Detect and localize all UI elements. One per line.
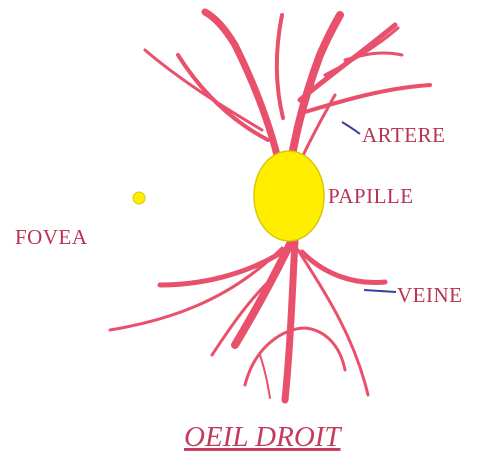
papilla-disc <box>254 151 324 241</box>
papilla-label: PAPILLE <box>328 184 414 208</box>
vessel-lower-left-mid <box>160 250 285 285</box>
lower-vessels <box>110 240 385 400</box>
vessel-upper-right-5 <box>345 53 402 60</box>
diagram-title: OEIL DROIT <box>184 421 342 453</box>
artery-label: ARTERE <box>362 123 445 147</box>
vein-leader-line <box>364 290 396 292</box>
fovea-dot <box>133 192 145 204</box>
vessel-upper-left-main <box>205 12 280 168</box>
artery-leader-line <box>342 122 360 134</box>
vessel-lower-arc-drop <box>260 355 270 398</box>
fovea-label: FOVEA <box>15 225 88 249</box>
vessel-upper-mid <box>277 15 283 118</box>
vessel-upper-trunk <box>290 15 340 168</box>
vein-label: VEINE <box>397 283 462 307</box>
vessel-lower-left-long <box>110 248 282 330</box>
vessel-upper-right-2 <box>305 85 430 112</box>
vessel-lower-trunk-left <box>235 240 292 345</box>
vessel-lower-short-left <box>212 280 270 355</box>
vessel-lower-trunk-center <box>285 240 295 400</box>
